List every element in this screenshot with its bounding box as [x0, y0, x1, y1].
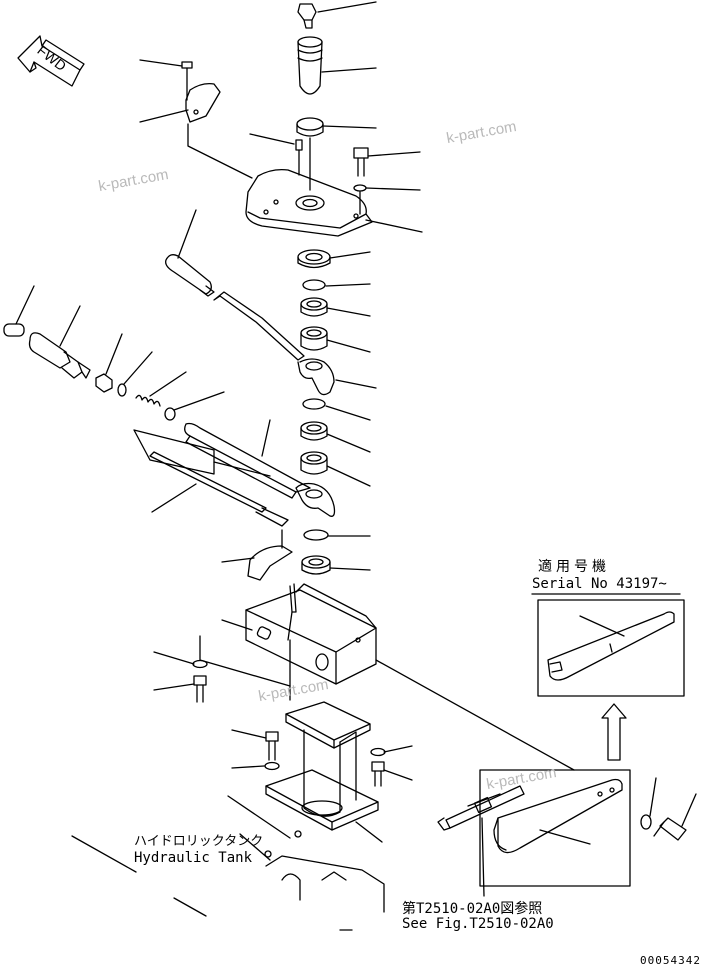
long-control-rod [149, 451, 289, 527]
washer [353, 184, 421, 215]
lever-bracket-plate [479, 769, 631, 887]
see-fig-label-jp: 第T2510-02A0図参照 [402, 901, 543, 917]
spring [135, 371, 187, 407]
document-number: 00054342 [640, 954, 701, 967]
lower-lever-housing [184, 419, 336, 517]
fwd-arrow-icon [17, 35, 85, 87]
bolt-left [153, 675, 207, 703]
hydraulic-tank-label-jp: ハイドロリックタンク [134, 834, 264, 849]
link-bracket [221, 529, 293, 581]
bushing-1 [300, 297, 371, 317]
bolt-right [653, 793, 697, 841]
o-ring-1 [302, 279, 371, 291]
console-box [245, 583, 575, 771]
bearing-2 [300, 451, 371, 487]
lever-base-plate [245, 168, 423, 237]
pedestal-base-plate [265, 769, 383, 843]
upper-lever-knob [165, 209, 215, 297]
hydraulic-tank-outline [71, 795, 385, 931]
washer-left [153, 651, 208, 669]
rod-guide-plate [133, 429, 271, 477]
upper-lever-arm [213, 291, 377, 396]
pedestal-column [303, 729, 357, 817]
hydraulic-tank-label-en: Hydraulic Tank [134, 850, 253, 866]
spring-cap [164, 391, 225, 421]
grip-handle [28, 305, 91, 379]
up-arrow-icon [601, 703, 627, 761]
pedestal-top-plate [285, 701, 371, 749]
pedestal-bolt-left [231, 729, 280, 771]
seal-ring-2 [301, 555, 371, 575]
pin [249, 133, 303, 176]
bracket-plate [139, 82, 253, 179]
lock-nut [296, 117, 377, 191]
callout-serial-number: Serial No 43197~ [532, 576, 667, 592]
box-wire-rod [287, 583, 297, 641]
o-ring-3 [303, 529, 371, 541]
seal-ring-1 [297, 249, 371, 269]
bearing-1 [300, 326, 371, 353]
bushing-2 [300, 421, 371, 453]
washer-right [640, 777, 657, 830]
o-ring-2 [302, 398, 371, 421]
small-bolt-top [139, 59, 193, 101]
grip-nut [95, 333, 123, 393]
grip-end-plug [3, 285, 35, 337]
grip-washer [117, 351, 153, 397]
cable-connector [437, 785, 525, 897]
callout-applicable-models: 適用号機 [538, 559, 610, 575]
pedestal-bolt-right [370, 745, 413, 787]
rubber-boot [297, 36, 377, 95]
see-fig-label-en: See Fig.T2510-02A0 [402, 916, 554, 932]
elbow-fitting [297, 1, 377, 29]
mounting-bolt [353, 147, 421, 177]
serial-callout-frame [531, 593, 685, 697]
